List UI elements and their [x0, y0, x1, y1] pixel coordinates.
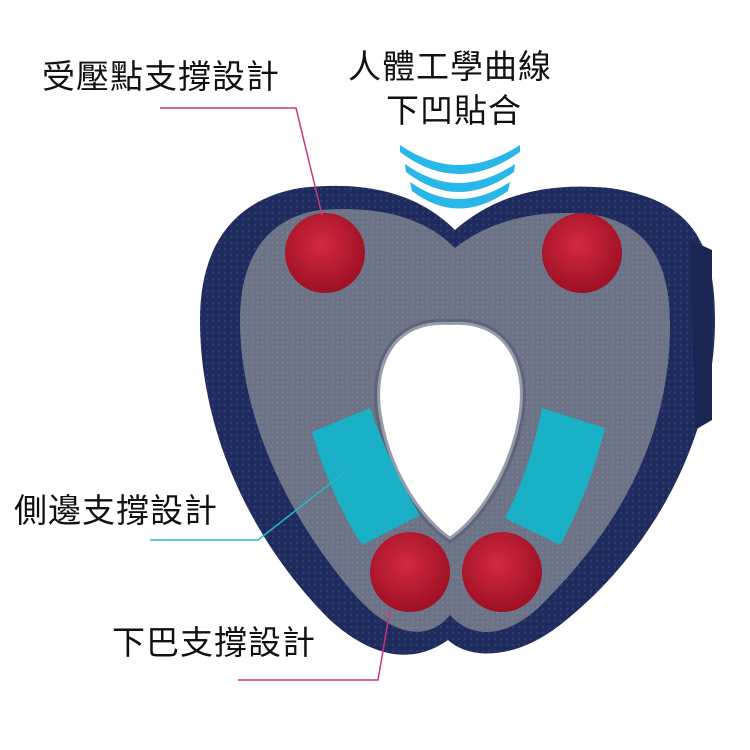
pillow-tab — [690, 240, 712, 430]
pressure-point-dot — [370, 532, 450, 612]
pillow-hole — [377, 321, 523, 540]
curve-arc — [405, 164, 515, 192]
pressure-point-dot — [285, 213, 365, 293]
label-pressure-support: 受壓點支撐設計 — [42, 57, 280, 96]
label-concave-fit: 下凹貼合 — [386, 91, 522, 130]
label-ergonomic-curve: 人體工學曲線 — [348, 47, 552, 86]
side-support-left — [312, 408, 420, 545]
side-support-right — [505, 408, 605, 545]
pressure-point-dot — [462, 532, 542, 612]
curve-arc — [410, 182, 510, 209]
curve-arcs — [400, 145, 520, 209]
leader-line-chin — [238, 609, 391, 681]
pressure-point-dot — [542, 213, 622, 293]
leader-line-pressure — [160, 107, 323, 216]
curve-arc — [400, 145, 520, 174]
label-chin-support: 下巴支撐設計 — [112, 623, 316, 662]
leader-line-side — [150, 471, 346, 541]
label-side-support: 側邊支撐設計 — [14, 491, 218, 530]
